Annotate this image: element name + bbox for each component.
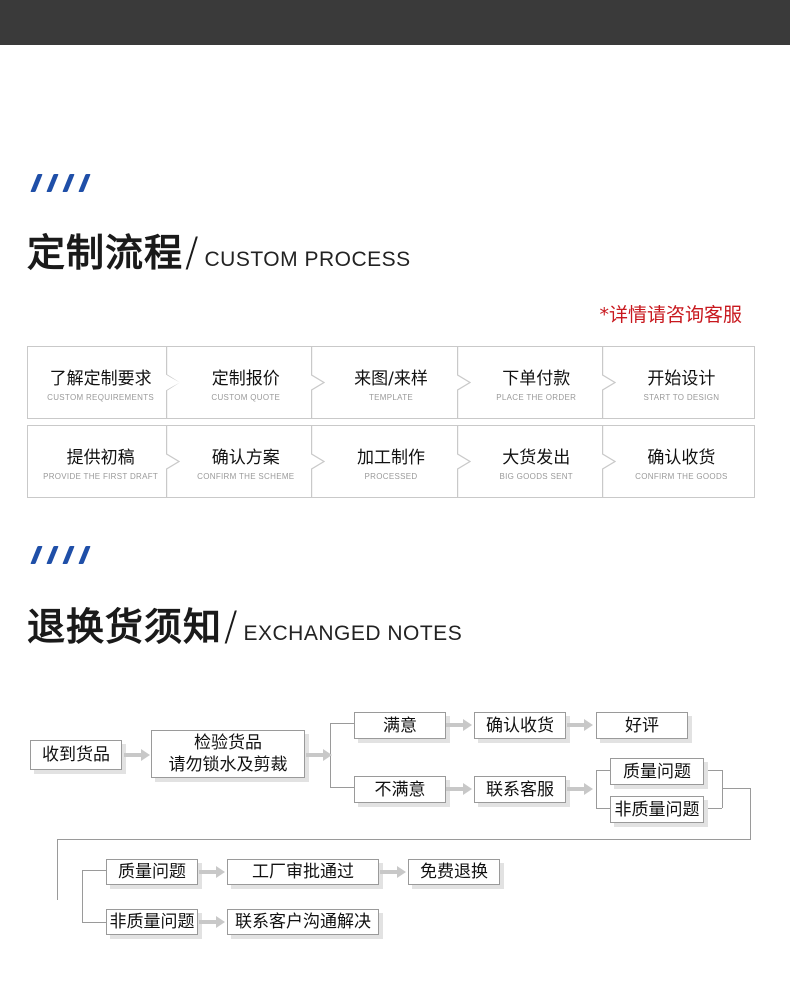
exchange-notes-heading: 退换货须知/EXCHANGED NOTES <box>27 596 462 651</box>
step-label-en: PROCESSED <box>364 471 418 481</box>
satisfied-box: 满意 <box>354 712 446 739</box>
branch-line <box>330 723 354 724</box>
process-step: 下单付款 PLACE THE ORDER <box>464 347 616 418</box>
process-step: 确认收货 CONFIRM THE GOODS <box>609 426 754 497</box>
step-label-cn: 确认方案 <box>211 447 280 468</box>
process-step: 了解定制要求 CUSTOM REQUIREMENTS <box>28 347 181 418</box>
branch-line <box>596 770 597 808</box>
step-label-cn: 加工制作 <box>357 447 425 468</box>
process-step: 提供初稿 PROVIDE THE FIRST DRAFT <box>28 426 181 497</box>
branch-line <box>82 922 106 923</box>
process-step: 来图/来样 TEMPLATE <box>318 347 471 418</box>
step-label-en: PLACE THE ORDER <box>496 392 577 402</box>
branch-line <box>330 787 354 788</box>
chevron-right-icon <box>456 426 471 497</box>
consult-service-note: *详情请咨询客服 <box>599 304 742 326</box>
step-label-cn: 确认收货 <box>647 447 716 468</box>
custom-process-heading: 定制流程/CUSTOM PROCESS <box>27 222 411 277</box>
contact-customer-box: 联系客户沟通解决 <box>227 909 379 935</box>
unsatisfied-box: 不满意 <box>354 776 446 803</box>
chevron-right-icon <box>601 426 616 497</box>
branch-line <box>722 770 723 808</box>
arrow-right-icon <box>199 916 225 928</box>
custom-process-title-en: CUSTOM PROCESS <box>204 248 411 271</box>
connector-line <box>57 839 751 840</box>
step-label-cn: 来图/来样 <box>354 368 428 389</box>
process-row-2: 提供初稿 PROVIDE THE FIRST DRAFT 确认方案 CONFIR… <box>27 425 755 498</box>
step-label-en: START TO DESIGN <box>643 392 720 402</box>
inspect-goods-box: 检验货品 请勿锁水及剪裁 <box>151 730 305 778</box>
chevron-right-icon <box>456 347 471 418</box>
quality-issue-box: 质量问题 <box>610 758 704 785</box>
non-quality-issue-box-2: 非质量问题 <box>106 909 198 935</box>
step-label-cn: 定制报价 <box>211 368 280 389</box>
step-label-en: CONFIRM THE SCHEME <box>197 471 295 481</box>
chevron-right-icon <box>601 347 616 418</box>
non-quality-issue-box: 非质量问题 <box>610 796 704 823</box>
process-step: 定制报价 CUSTOM QUOTE <box>173 347 326 418</box>
step-label-en: CONFIRM THE GOODS <box>635 471 728 481</box>
step-label-en: BIG GOODS SENT <box>499 471 573 481</box>
step-label-cn: 大货发出 <box>502 447 571 468</box>
connector-line <box>722 788 750 789</box>
step-label-en: TEMPLATE <box>368 392 414 402</box>
quality-issue-box-2: 质量问题 <box>106 859 198 885</box>
chevron-right-icon <box>311 347 326 418</box>
chevron-right-icon <box>311 426 326 497</box>
process-step: 确认方案 CONFIRM THE SCHEME <box>173 426 326 497</box>
step-label-en: CUSTOM QUOTE <box>211 392 281 402</box>
title-separator: / <box>185 230 199 276</box>
inspect-goods-line1: 检验货品 <box>194 733 262 753</box>
chevron-right-icon <box>166 347 181 418</box>
connector-line <box>57 839 58 900</box>
process-step: 大货发出 BIG GOODS SENT <box>464 426 616 497</box>
arrow-right-icon <box>567 783 593 795</box>
process-step: 开始设计 START TO DESIGN <box>609 347 754 418</box>
process-row-1: 了解定制要求 CUSTOM REQUIREMENTS 定制报价 CUSTOM Q… <box>27 346 755 419</box>
custom-process-title-cn: 定制流程 <box>27 231 184 275</box>
arrow-right-icon <box>380 866 406 878</box>
chevron-right-icon <box>166 426 181 497</box>
arrow-right-icon <box>446 719 472 731</box>
title-separator: / <box>224 604 238 650</box>
factory-approval-box: 工厂审批通过 <box>227 859 379 885</box>
branch-line <box>706 770 722 771</box>
connector-line <box>750 788 751 839</box>
arrow-right-icon <box>124 749 150 761</box>
step-label-cn: 提供初稿 <box>66 447 135 468</box>
inspect-goods-line2: 请勿锁水及剪裁 <box>168 755 288 775</box>
arrow-right-icon <box>446 783 472 795</box>
process-step: 加工制作 PROCESSED <box>318 426 471 497</box>
step-label-en: CUSTOM REQUIREMENTS <box>47 392 155 402</box>
exchange-notes-title-cn: 退换货须知 <box>27 605 223 649</box>
branch-line <box>596 808 610 809</box>
step-label-cn: 开始设计 <box>647 368 716 389</box>
receive-goods-box: 收到货品 <box>30 740 122 770</box>
arrow-right-icon <box>306 749 332 761</box>
arrow-right-icon <box>199 866 225 878</box>
branch-line <box>706 808 722 809</box>
step-label-en: PROVIDE THE FIRST DRAFT <box>43 471 159 481</box>
top-dark-bar <box>0 0 790 45</box>
arrow-right-icon <box>567 719 593 731</box>
confirm-receipt-box: 确认收货 <box>474 712 566 739</box>
step-label-cn: 了解定制要求 <box>49 368 152 389</box>
good-review-box: 好评 <box>596 712 688 739</box>
contact-service-box: 联系客服 <box>474 776 566 803</box>
step-label-cn: 下单付款 <box>502 368 571 389</box>
branch-line <box>82 870 83 922</box>
branch-line <box>596 770 610 771</box>
exchange-notes-title-en: EXCHANGED NOTES <box>243 622 463 645</box>
branch-line <box>82 870 106 871</box>
free-exchange-box: 免费退换 <box>408 859 500 885</box>
